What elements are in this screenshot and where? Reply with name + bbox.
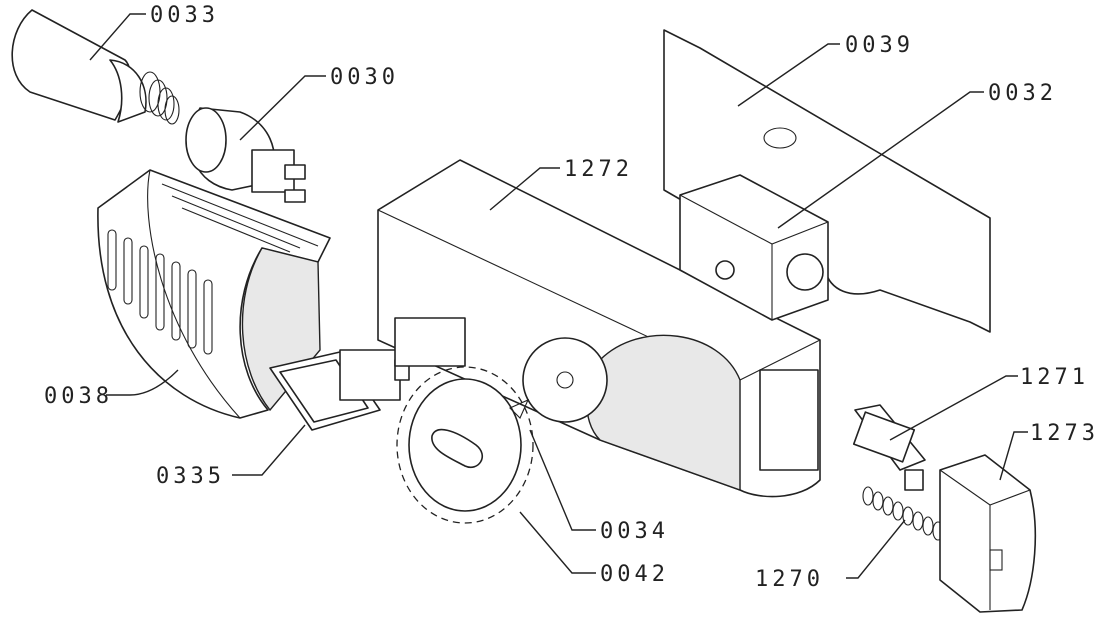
label-1272: 1272 [564, 157, 633, 182]
part-0038-grille [97, 169, 331, 419]
label-1270: 1270 [755, 567, 824, 592]
label-0042: 0042 [600, 562, 669, 587]
label-0038: 0038 [44, 384, 113, 409]
part-0030-socket [185, 107, 306, 203]
part-0033-lamp [11, 9, 180, 125]
part-0335-switch [269, 349, 410, 431]
part-labels: 0033 0030 0039 0032 1272 1271 1273 0038 … [44, 3, 1099, 592]
part-1271-microswitch [852, 404, 926, 491]
label-0034: 0034 [600, 519, 669, 544]
label-0030: 0030 [330, 65, 399, 90]
label-0039: 0039 [845, 33, 914, 58]
part-1270-spring [862, 486, 944, 541]
label-1273: 1273 [1030, 421, 1099, 446]
label-0033: 0033 [150, 3, 219, 28]
label-0032: 0032 [988, 81, 1057, 106]
leader-lines [89, 13, 1028, 579]
part-1273-cap [939, 454, 1037, 613]
part-0032-block [679, 174, 829, 321]
label-0335: 0335 [156, 464, 225, 489]
part-0042-knob [396, 366, 534, 524]
part-1272-housing [377, 159, 821, 498]
label-1271: 1271 [1020, 365, 1089, 390]
